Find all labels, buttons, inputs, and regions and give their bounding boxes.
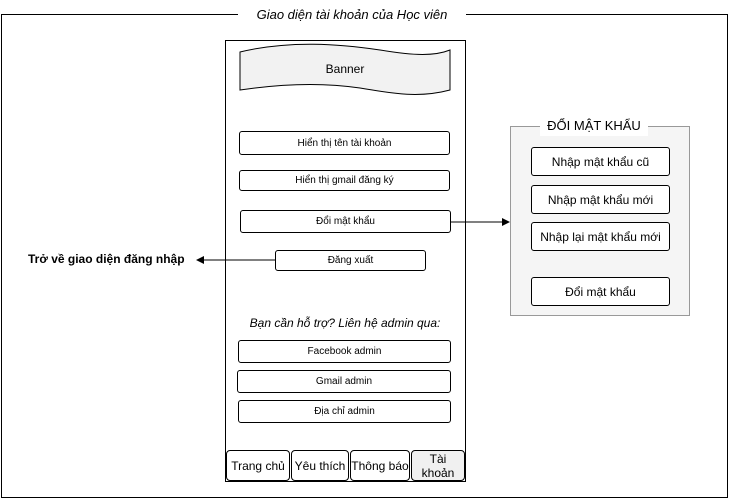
old-password-input[interactable]: Nhập mật khẩu cũ	[531, 147, 670, 176]
tab-home[interactable]: Trang chủ	[226, 450, 290, 481]
account-gmail-display: Hiển thị gmail đăng ký	[239, 170, 450, 191]
password-panel-title: ĐỔI MẬT KHẨU	[540, 116, 648, 136]
frame-title: Giao diện tài khoản của Học viên	[238, 6, 466, 24]
change-password-button[interactable]: Đổi mật khẩu	[240, 210, 451, 233]
tab-account[interactable]: Tài khoản	[411, 450, 465, 481]
address-admin-button[interactable]: Địa chỉ admin	[238, 400, 451, 423]
support-prompt: Bạn cần hỗ trợ? Liên hệ admin qua:	[249, 316, 441, 330]
facebook-admin-button[interactable]: Facebook admin	[238, 340, 451, 363]
submit-password-button[interactable]: Đổi mật khẩu	[531, 277, 670, 306]
arrow-head-right	[502, 218, 510, 226]
logout-button[interactable]: Đăng xuất	[275, 250, 426, 271]
banner-label: Banner	[325, 62, 365, 76]
back-to-login-label: Trở về giao diện đăng nhập	[28, 252, 185, 266]
confirm-password-input[interactable]: Nhập lại mật khẩu mới	[531, 222, 670, 251]
arrow-head-left	[196, 256, 204, 264]
banner-shape	[239, 43, 451, 95]
account-name-display: Hiển thị tên tài khoản	[239, 131, 450, 155]
new-password-input[interactable]: Nhập mật khẩu mới	[531, 185, 670, 214]
tab-favorites[interactable]: Yêu thích	[291, 450, 349, 481]
tab-notifications[interactable]: Thông báo	[350, 450, 410, 481]
gmail-admin-button[interactable]: Gmail admin	[237, 370, 451, 393]
